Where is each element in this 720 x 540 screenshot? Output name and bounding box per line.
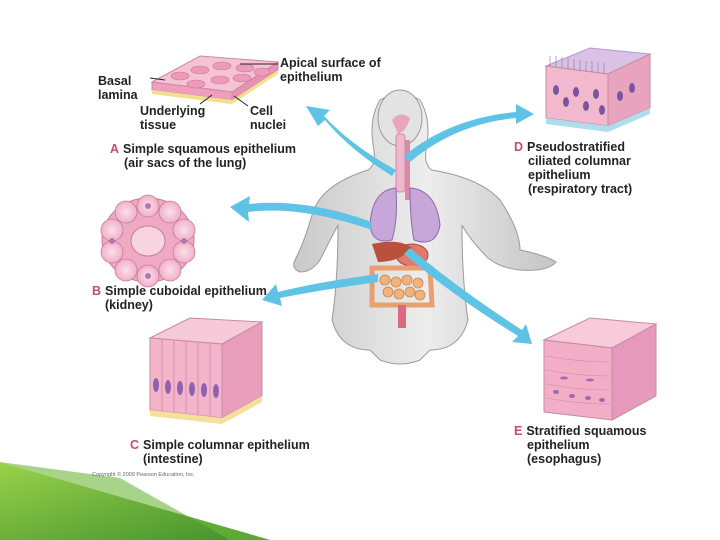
- underlying-tissue-label: Underlying tissue: [140, 104, 205, 132]
- panel-e-letter: E: [514, 424, 522, 438]
- basal-lamina-line-2: lamina: [98, 88, 138, 102]
- panel-c-line-2: (intestine): [130, 452, 310, 466]
- panel-a-letter: A: [110, 142, 119, 156]
- panel-d-line-2: ciliated columnar: [514, 154, 632, 168]
- panel-e-caption: E Stratified squamous epithelium (esophag…: [514, 424, 647, 466]
- basal-lamina-line-1: Basal: [98, 74, 138, 88]
- panel-b-caption: B Simple cuboidal epithelium (kidney): [92, 284, 267, 312]
- underlying-tissue-line-2: tissue: [140, 118, 205, 132]
- panel-a-line-2: (air sacs of the lung): [110, 156, 296, 170]
- pseudostratified-epithelium-block: [546, 48, 650, 132]
- panel-c-letter: C: [130, 438, 139, 452]
- esophagus: [405, 140, 410, 200]
- human-torso-figure: [294, 90, 556, 364]
- panel-d-line-4: (respiratory tract): [514, 182, 632, 196]
- apical-surface-line-1: Apical surface of: [280, 56, 381, 70]
- panel-d-line-1: Pseudostratified: [527, 140, 625, 154]
- columnar-epithelium-block: [150, 318, 262, 424]
- cuboidal-epithelium-tubule: [101, 195, 195, 287]
- squamous-epithelium-block: [152, 56, 278, 104]
- apical-surface-label: Apical surface of epithelium: [280, 56, 381, 84]
- panel-b-line-2: (kidney): [92, 298, 267, 312]
- underlying-tissue-line-1: Underlying: [140, 104, 205, 118]
- panel-c-line-1: Simple columnar epithelium: [143, 438, 310, 452]
- panel-e-line-3: (esophagus): [514, 452, 647, 466]
- panel-e-line-2: epithelium: [514, 438, 647, 452]
- cell-nuclei-line-2: nuclei: [250, 118, 286, 132]
- trachea: [396, 134, 405, 192]
- apical-surface-line-2: epithelium: [280, 70, 381, 84]
- panel-b-letter: B: [92, 284, 101, 298]
- cell-nuclei-line-1: Cell: [250, 104, 286, 118]
- panel-b-line-1: Simple cuboidal epithelium: [105, 284, 267, 298]
- stratified-squamous-block: [544, 318, 656, 420]
- panel-d-letter: D: [514, 140, 523, 154]
- basal-lamina-label: Basal lamina: [98, 74, 138, 102]
- panel-e-line-1: Stratified squamous: [526, 424, 646, 438]
- panel-d-caption: D Pseudostratified ciliated columnar epit…: [514, 140, 632, 196]
- panel-a-line-1: Simple squamous epithelium: [123, 142, 296, 156]
- panel-a-caption: A Simple squamous epithelium (air sacs of…: [110, 142, 296, 170]
- panel-d-line-3: epithelium: [514, 168, 632, 182]
- rectum: [398, 305, 406, 328]
- copyright-notice: Copyright © 2009 Pearson Education, Inc.: [92, 472, 195, 478]
- panel-c-caption: C Simple columnar epithelium (intestine): [130, 438, 310, 466]
- cell-nuclei-label: Cell nuclei: [250, 104, 286, 132]
